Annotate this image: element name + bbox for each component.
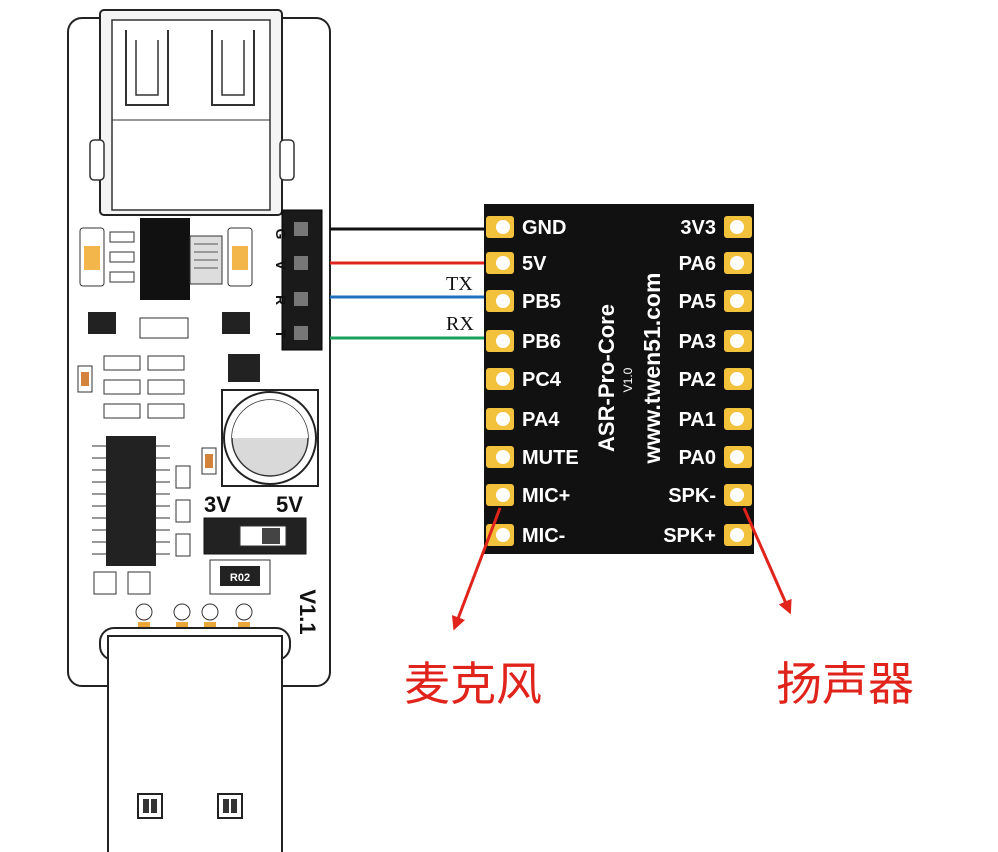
pin-label-pa3: PA3	[679, 331, 716, 353]
asr-pro-core-module: GND 5V PB5 PB6 PC4 PA4 MUTE MIC+ MIC- 3V…	[484, 204, 754, 554]
module-name: ASR-Pro-Core	[594, 304, 619, 452]
pin-pa4	[486, 408, 514, 430]
pin-label-3v3: 3V3	[680, 217, 716, 239]
rx-label: RX	[446, 313, 474, 335]
pin-label-mute: MUTE	[522, 447, 579, 469]
pin-spk-plus	[724, 524, 752, 546]
pin-label-g: G	[273, 229, 289, 240]
pin-label-pa2: PA2	[679, 369, 716, 391]
pin-label-pb6: PB6	[522, 331, 561, 353]
pin-label-pa6: PA6	[679, 253, 716, 275]
pin-label-spk-plus: SPK+	[663, 525, 716, 547]
capacitor	[221, 389, 319, 487]
pin-pa0	[724, 446, 752, 468]
pin-pa5	[724, 290, 752, 312]
pin-header	[281, 209, 323, 351]
usb-socket	[89, 9, 295, 216]
pin-label-gnd: GND	[522, 217, 566, 239]
pin-label-mic-plus: MIC+	[522, 485, 570, 507]
pin-label-v: V	[273, 260, 289, 270]
pin-label-pa1: PA1	[679, 409, 716, 431]
pin-pa3	[724, 330, 752, 352]
wires: TX RX	[330, 227, 502, 340]
pin-label-pa0: PA0	[679, 447, 716, 469]
pin-mute	[486, 446, 514, 468]
voltage-switch[interactable]	[203, 517, 307, 555]
pin-header-labels: G V R T	[273, 229, 289, 339]
pin-5v	[486, 252, 514, 274]
adapter-version: V1.1	[295, 589, 320, 634]
pin-label-pa5: PA5	[679, 291, 716, 313]
pin-label-r: R	[273, 295, 289, 305]
pin-pb6	[486, 330, 514, 352]
pin-pa2	[724, 368, 752, 390]
pin-mic-plus	[486, 484, 514, 506]
left-pin-labels: GND 5V PB5 PB6 PC4 PA4 MUTE MIC+ MIC-	[522, 217, 579, 547]
pin-3v3	[724, 216, 752, 238]
speaker-callout: 扬声器	[776, 657, 914, 711]
module-website: www.twen51.com	[639, 273, 665, 465]
pin-label-t: T	[273, 330, 289, 339]
pin-label-spk-minus: SPK-	[668, 485, 716, 507]
pin-spk-minus	[724, 484, 752, 506]
tx-label: TX	[446, 273, 473, 295]
voltage-5v-label: 5V	[276, 492, 303, 517]
chip-mark: R02	[230, 572, 250, 584]
pin-label-5v: 5V	[522, 253, 547, 275]
usb-ttl-adapter: R02 3V 5V V1.1 G V R T	[67, 9, 331, 852]
pin-pa1	[724, 408, 752, 430]
pin-pc4	[486, 368, 514, 390]
usb-plug	[99, 627, 291, 852]
pin-label-pb5: PB5	[522, 291, 561, 313]
right-pin-column	[724, 216, 752, 546]
module-version: V1.0	[621, 367, 635, 392]
smd-components: R02	[77, 218, 271, 595]
callouts: 麦克风 扬声器	[404, 507, 914, 711]
voltage-3v-label: 3V	[204, 492, 231, 517]
pin-label-pc4: PC4	[522, 369, 562, 391]
mic-callout: 麦克风	[404, 657, 542, 711]
left-pin-column	[486, 216, 514, 546]
right-pin-labels: 3V3 PA6 PA5 PA3 PA2 PA1 PA0 SPK- SPK+	[663, 217, 716, 547]
pin-label-mic-minus: MIC-	[522, 525, 565, 547]
pin-pa6	[724, 252, 752, 274]
mic-arrow	[451, 507, 502, 631]
pin-gnd	[486, 216, 514, 238]
pin-pb5	[486, 290, 514, 312]
pin-label-pa4: PA4	[522, 409, 560, 431]
speaker-arrow	[742, 507, 792, 615]
